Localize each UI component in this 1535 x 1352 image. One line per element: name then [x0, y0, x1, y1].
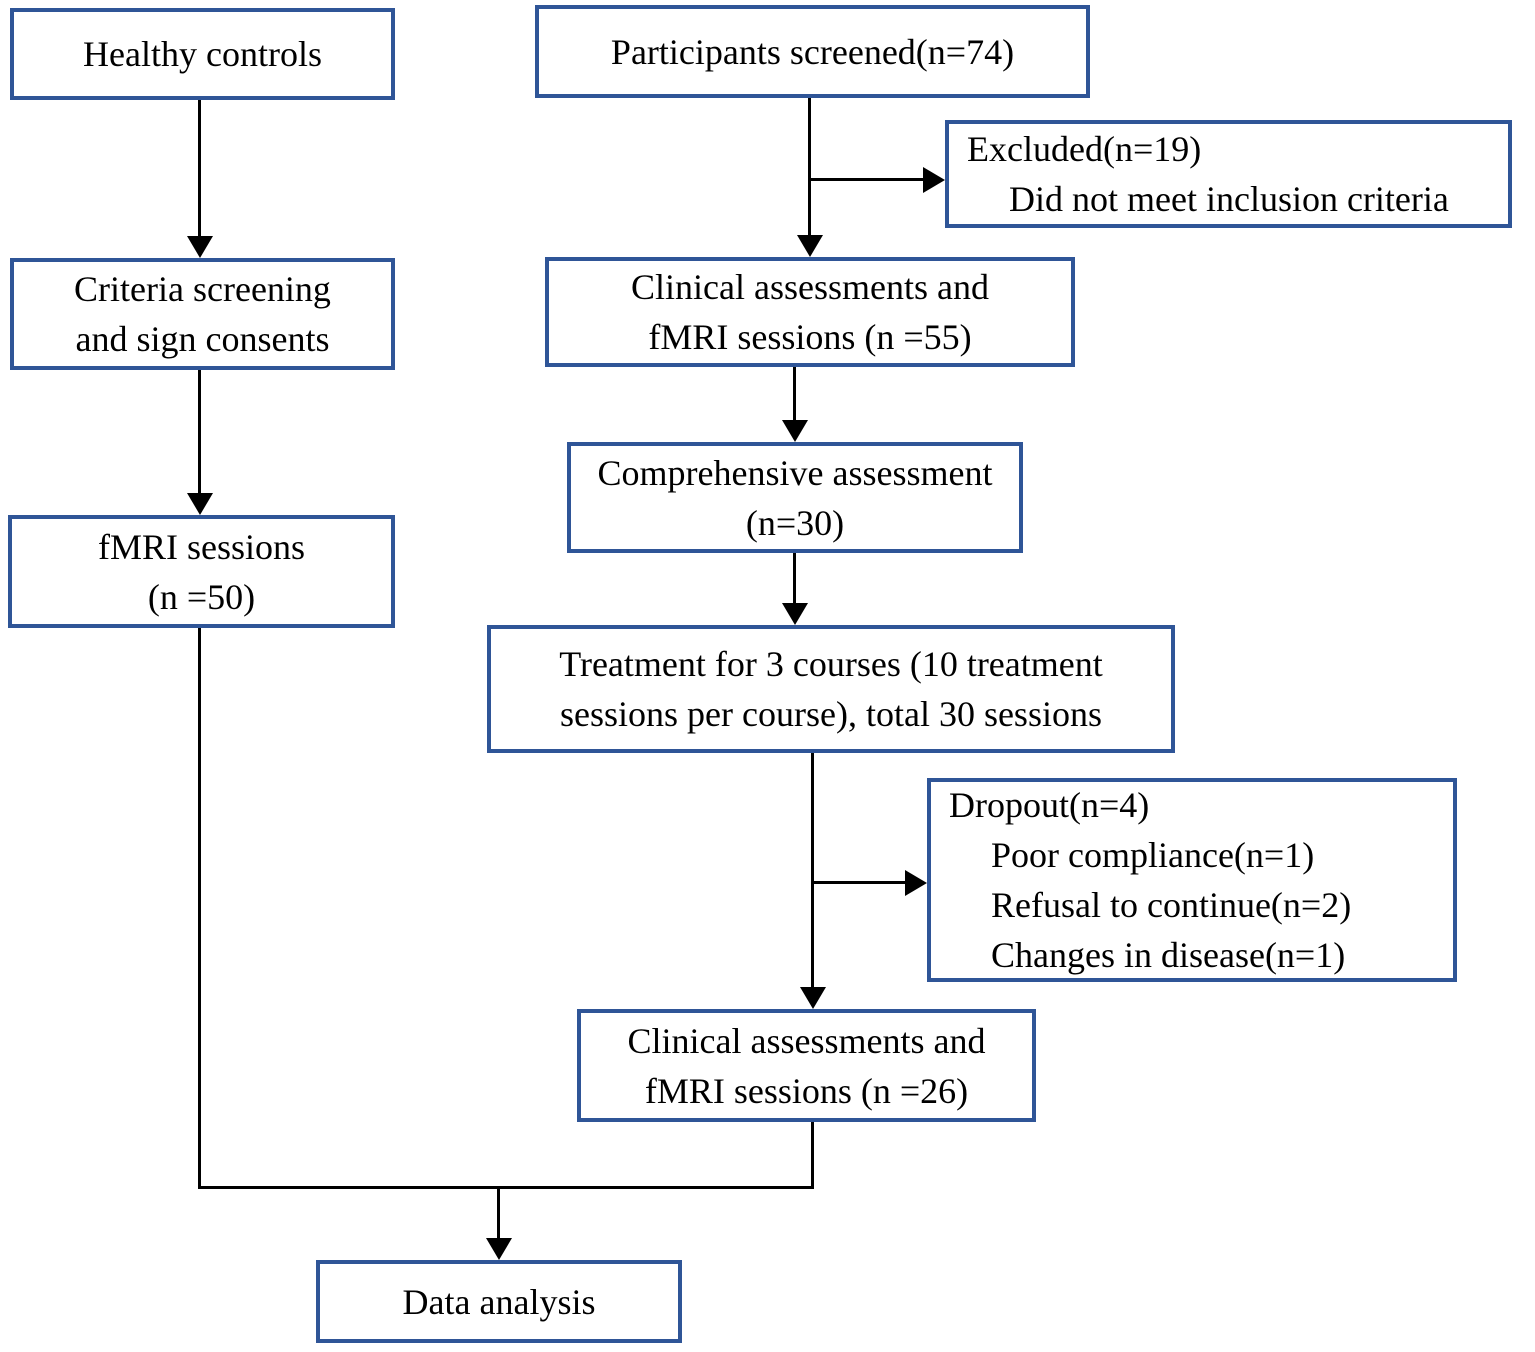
arrowhead-participants-to-clinical55	[797, 235, 823, 257]
arrowhead-treatment-to-clinical26	[800, 987, 826, 1009]
box-excluded: Excluded(n=19) Did not meet inclusion cr…	[945, 120, 1512, 228]
box-dropout-line3: Refusal to continue(n=2)	[991, 885, 1352, 925]
box-dropout-line2: Poor compliance(n=1)	[991, 835, 1315, 875]
box-dropout: Dropout(n=4) Poor compliance(n=1) Refusa…	[927, 778, 1457, 982]
box-data-analysis: Data analysis	[316, 1260, 682, 1343]
box-data-analysis-line1: Data analysis	[402, 1281, 596, 1322]
connector-treatment-to-clinical26	[811, 753, 814, 988]
box-fmri-sessions-n50-line1: fMRI sessions	[97, 526, 306, 567]
box-fmri-sessions-n50-line2: (n =50)	[147, 576, 256, 617]
connector-healthy-to-criteria	[198, 100, 201, 238]
box-treatment-courses-line1: Treatment for 3 courses (10 treatment	[559, 644, 1103, 684]
connector-collector-to-data-analysis	[497, 1186, 500, 1238]
box-treatment-courses: Treatment for 3 courses (10 treatment se…	[487, 625, 1175, 753]
box-clinical-assessments-n26-line1: Clinical assessments and	[627, 1020, 986, 1061]
box-clinical-assessments-n26-line2: fMRI sessions (n =26)	[644, 1070, 969, 1111]
arrowhead-criteria-to-fmri50	[187, 493, 213, 515]
connector-collector-horizontal	[198, 1186, 814, 1189]
connector-fmri50-to-collector	[198, 628, 201, 1189]
arrowhead-clinical55-to-comprehensive	[782, 420, 808, 442]
box-clinical-assessments-n55-line1: Clinical assessments and	[631, 267, 989, 307]
arrowhead-healthy-to-criteria	[187, 236, 213, 258]
connector-clinical26-to-collector	[811, 1122, 814, 1189]
connector-criteria-to-fmri50	[198, 370, 201, 494]
arrowhead-collector-to-data-analysis	[486, 1238, 512, 1260]
box-clinical-assessments-n55: Clinical assessments and fMRI sessions (…	[545, 257, 1075, 367]
connector-branch-to-dropout	[811, 881, 907, 884]
box-dropout-line1: Dropout(n=4)	[949, 785, 1150, 825]
box-comprehensive-assessment: Comprehensive assessment (n=30)	[567, 442, 1023, 553]
connector-branch-to-excluded	[808, 178, 925, 181]
box-participants-screened: Participants screened(n=74)	[535, 5, 1090, 98]
box-comprehensive-assessment-line2: (n=30)	[745, 502, 845, 543]
box-criteria-screening-line2: and sign consents	[75, 319, 330, 359]
connector-participants-to-clinical55	[808, 98, 811, 236]
box-fmri-sessions-n50: fMRI sessions (n =50)	[8, 515, 395, 628]
box-treatment-courses-line2: sessions per course), total 30 sessions	[560, 694, 1102, 734]
box-criteria-screening: Criteria screening and sign consents	[10, 258, 395, 370]
arrowhead-comprehensive-to-treatment	[782, 603, 808, 625]
connector-comprehensive-to-treatment	[793, 553, 796, 604]
box-participants-screened-line1: Participants screened(n=74)	[610, 31, 1015, 72]
box-clinical-assessments-n55-line2: fMRI sessions (n =55)	[648, 317, 972, 357]
arrowhead-branch-to-excluded	[923, 167, 945, 193]
box-excluded-line1: Excluded(n=19)	[967, 129, 1202, 169]
connector-clinical55-to-comprehensive	[793, 367, 796, 421]
box-criteria-screening-line1: Criteria screening	[74, 269, 331, 309]
box-healthy-controls: Healthy controls	[10, 8, 395, 100]
box-clinical-assessments-n26: Clinical assessments and fMRI sessions (…	[577, 1009, 1036, 1122]
box-healthy-controls-line1: Healthy controls	[83, 34, 322, 74]
box-comprehensive-assessment-line1: Comprehensive assessment	[597, 452, 993, 493]
box-excluded-line2: Did not meet inclusion criteria	[1009, 179, 1449, 219]
box-dropout-line4: Changes in disease(n=1)	[991, 935, 1346, 975]
arrowhead-branch-to-dropout	[905, 870, 927, 896]
